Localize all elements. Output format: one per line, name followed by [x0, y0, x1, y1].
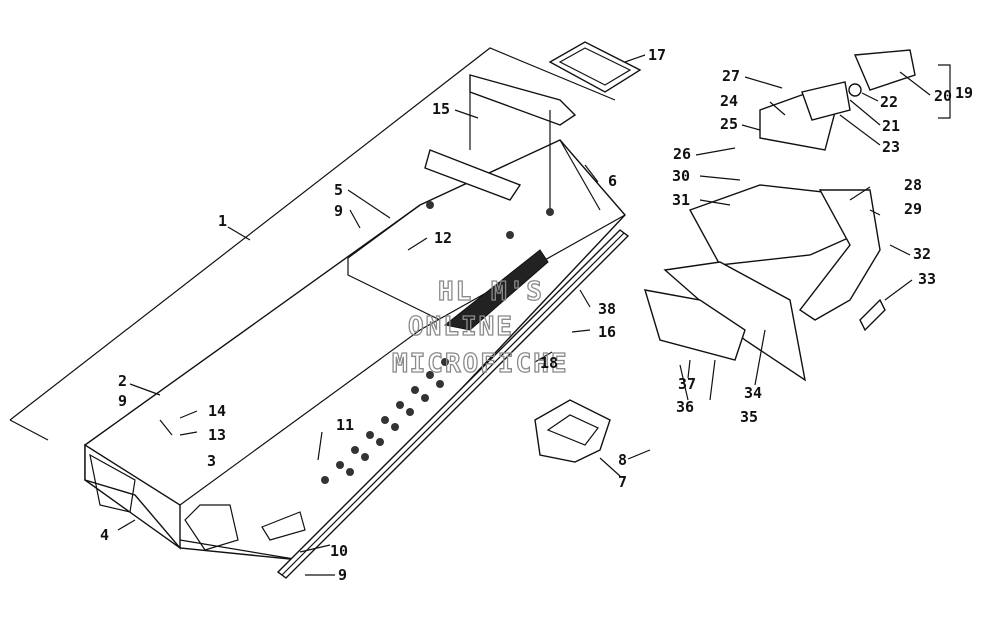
- callout-33: 33: [918, 270, 936, 288]
- callout-18: 18: [540, 354, 558, 372]
- callout-19: 19: [955, 84, 973, 102]
- callout-11: 11: [336, 416, 354, 434]
- callout-9-top: 9: [334, 202, 343, 220]
- callout-14: 14: [208, 402, 226, 420]
- callout-12: 12: [434, 229, 452, 247]
- callout-1: 1: [218, 212, 227, 230]
- callout-16: 16: [598, 323, 616, 341]
- leader-lines: [117, 54, 931, 576]
- callout-27: 27: [722, 67, 740, 85]
- callout-6: 6: [608, 172, 617, 190]
- callout-25: 25: [720, 115, 738, 133]
- callout-31: 31: [672, 191, 690, 209]
- part-20-taillight: [801, 49, 951, 121]
- callout-30: 30: [672, 167, 690, 185]
- callout-10: 10: [330, 542, 348, 560]
- rear-console: [644, 91, 886, 382]
- callout-24: 24: [720, 92, 738, 110]
- part-17-pad: [548, 41, 642, 93]
- callout-20: 20: [934, 87, 952, 105]
- callout-2: 2: [118, 372, 127, 390]
- watermark: HL M'S ONLINE MICROFICHE: [391, 276, 569, 379]
- callout-37: 37: [678, 375, 696, 393]
- callout-9-bottom: 9: [338, 566, 347, 584]
- part-15-grab-bar: [424, 74, 577, 239]
- callout-29: 29: [904, 200, 922, 218]
- callout-34: 34: [744, 384, 762, 402]
- part-1-outline: [9, 47, 616, 441]
- watermark-line-1: HL M'S: [438, 277, 544, 307]
- callout-38: 38: [598, 300, 616, 318]
- callout-21: 21: [882, 117, 900, 135]
- callout-7: 7: [618, 473, 627, 491]
- callout-35: 35: [740, 408, 758, 426]
- callout-3: 3: [207, 452, 216, 470]
- callout-4: 4: [100, 526, 109, 544]
- callout-17: 17: [648, 46, 666, 64]
- callout-13: 13: [208, 426, 226, 444]
- callout-15: 15: [432, 100, 450, 118]
- watermark-line-3: MICROFICHE: [392, 349, 569, 379]
- callout-23: 23: [882, 138, 900, 156]
- callout-5: 5: [334, 181, 343, 199]
- callouts: 1 2 3 4 5 6 7 8 9 9 9 10 11 12 13 14 15 …: [100, 46, 973, 584]
- callout-22: 22: [880, 93, 898, 111]
- callout-9-left: 9: [118, 392, 127, 410]
- callout-36: 36: [676, 398, 694, 416]
- part-7-skid: [534, 399, 611, 463]
- part-10-rail: [276, 229, 630, 579]
- callout-28: 28: [904, 176, 922, 194]
- callout-8: 8: [618, 451, 627, 469]
- callout-32: 32: [913, 245, 931, 263]
- callout-26: 26: [673, 145, 691, 163]
- watermark-line-2: ONLINE: [408, 312, 514, 342]
- tunnel-body: [84, 139, 626, 561]
